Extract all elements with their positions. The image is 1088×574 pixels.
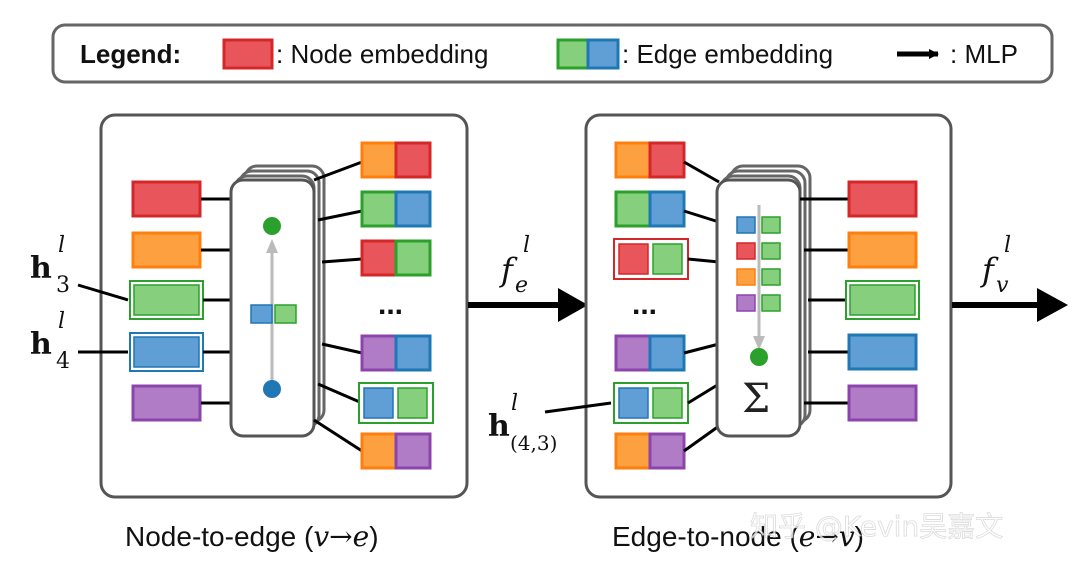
n2e-caption: Node-to-edge (v→e) [125, 520, 379, 553]
edge-inputs: ... [613, 141, 689, 470]
svg-text:l: l [58, 309, 65, 334]
watermark: 知乎 @Kevin吴嘉文 [750, 510, 1003, 543]
node-box-green-highlighted [845, 280, 920, 320]
svg-text:h: h [30, 327, 52, 362]
node-box-green-highlighted [129, 280, 204, 320]
legend-node-label: : Node embedding [276, 39, 488, 69]
edge-pair-blue-green-highlighted [358, 382, 434, 424]
edge-pair-purple-blue [360, 334, 432, 372]
node-box-orange [131, 231, 202, 269]
node-box-purple [131, 384, 202, 422]
legend: Legend: : Node embedding : Edge embeddin… [51, 23, 1054, 84]
e2n-mini-edge-stack [736, 216, 781, 312]
legend-frame [51, 23, 1054, 84]
svg-text:v: v [996, 273, 1009, 298]
fe-mlp-arrow: f l e [468, 233, 588, 322]
n2e-mlp-stack [229, 164, 326, 438]
node-outputs [845, 180, 920, 422]
h43-label: h l (4,3) [488, 391, 612, 455]
node-box-blue [847, 333, 918, 371]
svg-text:h: h [30, 251, 52, 286]
n2e-ellipsis: ... [378, 288, 403, 321]
node-box-red [131, 180, 202, 218]
e2n-target-dot [750, 348, 768, 366]
h3-label: h l 3 [30, 233, 129, 302]
svg-text:l: l [511, 391, 518, 416]
svg-text:l: l [523, 233, 530, 258]
edge-pair-orange-red [360, 141, 432, 179]
legend-edge-label: : Edge embedding [622, 39, 833, 69]
edge-pair-orange-purple [360, 432, 432, 470]
legend-title: Legend: [80, 39, 181, 69]
legend-node-swatch [222, 38, 274, 70]
edge-pair-red-green-highlighted [613, 238, 689, 280]
node-output-connectors [800, 197, 849, 405]
legend-mlp-label: : MLP [950, 39, 1018, 69]
n2e-target-dot [263, 217, 281, 235]
edge-pair-green-blue [614, 190, 686, 228]
node-input-connectors [201, 197, 233, 405]
svg-text:4: 4 [56, 349, 70, 374]
edge-pair-orange-purple [614, 432, 686, 470]
edge-outputs: ... [358, 141, 434, 470]
svg-text:e: e [515, 273, 528, 298]
edge-pair-orange-red [614, 141, 686, 179]
edge-output-connectors [313, 160, 363, 453]
node-box-red [847, 180, 918, 218]
edge-pair-red-green [360, 239, 432, 277]
legend-edge-swatch [556, 38, 620, 70]
edge-pair-green-blue [360, 190, 432, 228]
e2n-aggregation-stack: Σ [715, 164, 812, 438]
edge-to-node-panel: ... [584, 113, 953, 499]
svg-text:(4,3): (4,3) [510, 431, 557, 455]
e2n-caption: Edge-to-node (e→v) [612, 520, 864, 553]
n2e-source-dot [263, 380, 281, 398]
n2e-mini-edge-embedding [250, 304, 297, 324]
node-box-orange [847, 231, 918, 269]
node-box-purple [847, 384, 918, 422]
svg-text:l: l [58, 233, 65, 258]
edge-pair-purple-blue [614, 334, 686, 372]
fv-mlp-arrow: f l v [952, 233, 1068, 322]
h4-label: h l 4 [30, 309, 128, 374]
svg-text:h: h [488, 409, 510, 444]
edge-input-connectors [683, 160, 720, 453]
sum-symbol: Σ [742, 376, 770, 422]
node-to-edge-panel: ... [99, 113, 469, 499]
edge-pair-blue-green-highlighted [613, 382, 689, 424]
node-inputs [129, 180, 204, 422]
node-box-blue-highlighted [129, 332, 204, 372]
e2n-ellipsis: ... [632, 288, 657, 321]
svg-text:l: l [1004, 233, 1011, 258]
svg-text:3: 3 [56, 273, 70, 298]
